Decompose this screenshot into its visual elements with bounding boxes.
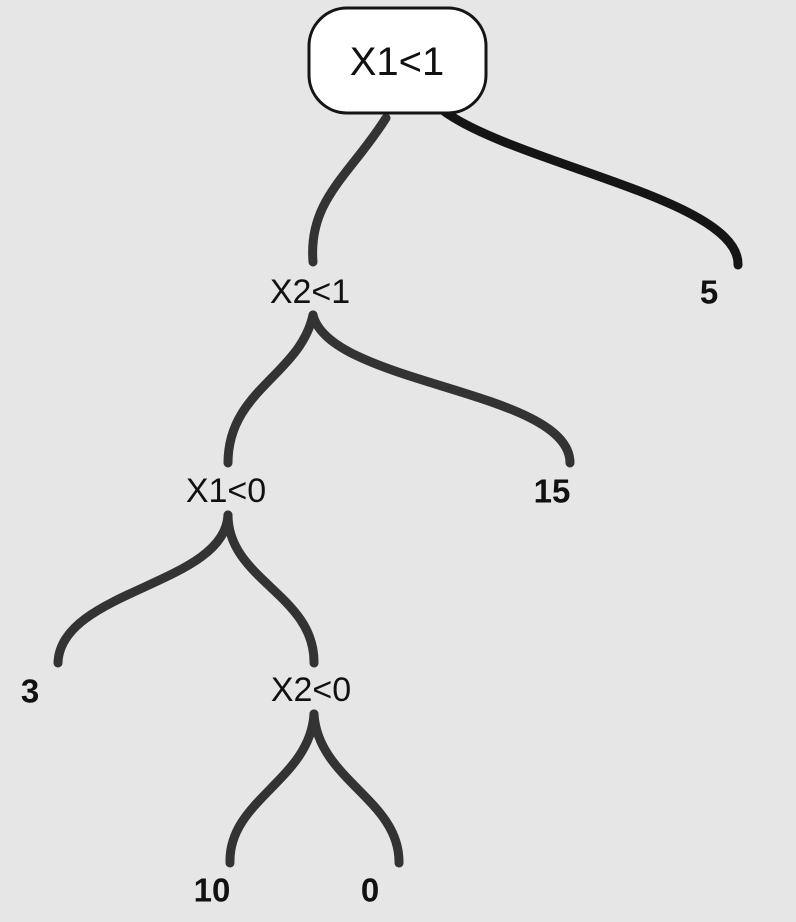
leaf-node-5: 5	[700, 274, 718, 311]
edge-root-to-leaf-5	[440, 107, 743, 270]
root-node: X1<1	[307, 6, 488, 115]
edge-x2-lt-0-to-leaf-0	[309, 709, 404, 868]
edge-x2-lt-1-to-x1-lt-0	[223, 310, 318, 468]
root-node-label: X1<1	[350, 40, 445, 84]
leaf-node-15: 15	[534, 473, 571, 510]
leaf-node-0: 0	[361, 872, 379, 909]
edge-x2-lt-0-to-leaf-10	[225, 709, 319, 868]
split-node-x1-lt-0: X1<0	[186, 472, 266, 510]
edge-x1-lt-0-to-x2-lt-0	[223, 510, 319, 668]
edge-root-to-x2-lt-1	[308, 113, 391, 267]
split-node-x2-lt-1: X2<1	[270, 273, 350, 311]
edge-x1-lt-0-to-leaf-3	[53, 510, 233, 668]
leaf-node-3: 3	[21, 673, 39, 710]
edge-x2-lt-1-to-leaf-15	[308, 310, 575, 468]
root-node-box	[307, 6, 488, 115]
leaf-node-10: 10	[194, 872, 231, 909]
split-node-x2-lt-0: X2<0	[271, 671, 351, 709]
